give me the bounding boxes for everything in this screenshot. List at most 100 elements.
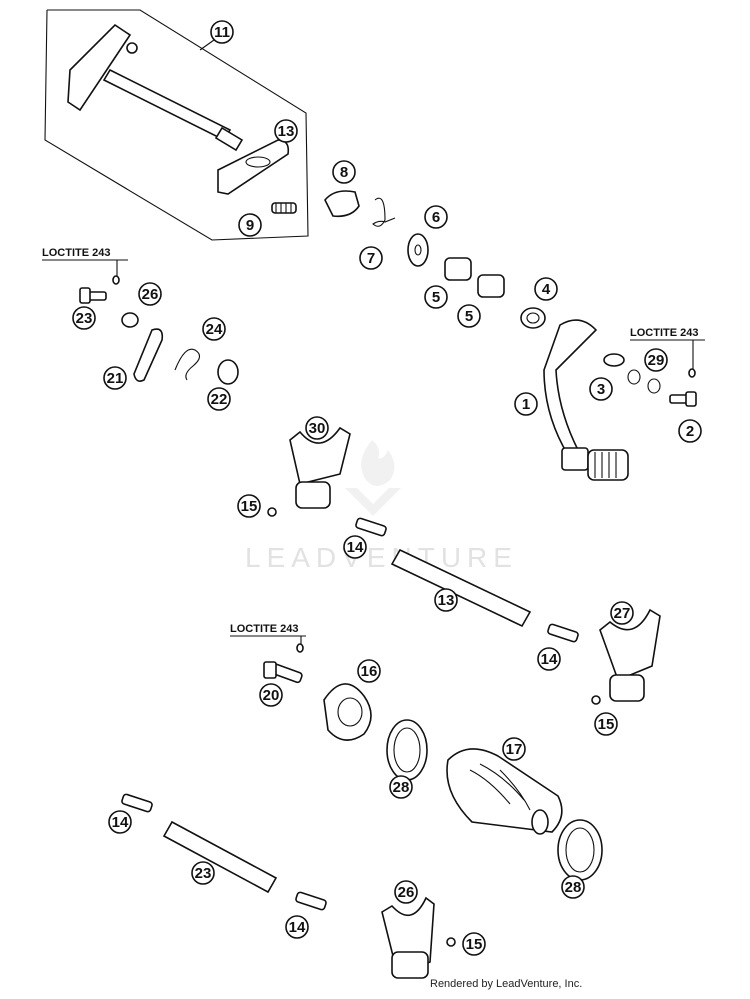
svg-text:4: 4 [542,281,551,298]
callout-9: 9 [238,213,262,237]
svg-text:15: 15 [466,936,483,953]
svg-text:13: 13 [278,123,295,140]
svg-text:1: 1 [522,396,530,413]
shift-shaft-part [67,23,244,152]
ball-part-15-upper [267,507,277,517]
svg-text:28: 28 [393,779,410,796]
svg-text:16: 16 [361,663,378,680]
spring-part-14-lower-left [121,793,153,813]
svg-text:20: 20 [263,687,280,704]
svg-text:2: 2 [686,423,694,440]
loctite-text-left: LOCTITE 243 [42,247,110,259]
shift-rail-part-24 [162,820,278,894]
svg-text:26: 26 [398,884,415,901]
svg-text:17: 17 [506,741,523,758]
callout-26-upper: 26 [138,282,162,306]
svg-text:28: 28 [565,879,582,896]
ball-part-15-right [591,695,601,705]
svg-text:24: 24 [206,321,223,338]
spring-part-14-right [547,623,579,643]
callout-7: 7 [359,246,383,270]
svg-text:27: 27 [614,605,631,622]
svg-text:15: 15 [598,716,615,733]
loctite-label-lower: LOCTITE 243 [230,623,306,644]
loctite-label-right: LOCTITE 243 [630,327,705,369]
svg-text:5: 5 [465,308,473,325]
callout-27: 27 [610,601,634,625]
bushing-parts-5 [444,257,505,298]
callout-26-lower: 26 [394,880,418,904]
svg-text:5: 5 [432,289,440,306]
render-credit: Rendered by LeadVenture, Inc. [430,978,583,990]
shift-cam-part-16 [323,683,372,741]
bolt-part-2 [669,391,697,407]
svg-text:8: 8 [340,164,348,181]
shift-fork-part-27 [599,608,661,702]
shift-plate-part [217,139,290,195]
washer-part-3 [603,353,625,367]
spring-part-14-upper [355,517,387,537]
spring-part-23 [174,348,201,381]
svg-text:23: 23 [76,310,93,327]
loctite-dot-right [688,368,696,378]
callout-28-lower: 28 [561,875,585,899]
roller-part-22 [217,359,239,385]
spring-clip-part-7 [372,197,396,227]
callout-6: 6 [424,205,448,229]
callout-23: 24 [202,317,226,341]
callout-10: 11 [199,20,234,51]
callout-22: 22 [207,387,231,411]
svg-text:7: 7 [367,250,375,267]
callout-13: 13 [434,588,458,612]
callout-17: 17 [502,737,526,761]
svg-text:26: 26 [142,286,159,303]
callout-14-lower-left: 14 [108,810,132,834]
loctite-text-lower: LOCTITE 243 [230,623,298,635]
small-spring-part [271,202,297,214]
ring-part-28-lower [557,819,603,881]
svg-text:29: 29 [648,352,665,369]
shift-fork-part-26 [381,896,435,979]
loctite-label-left: LOCTITE 243 [42,247,128,276]
callout-2: 2 [678,419,702,443]
spring-part-14-lower [295,891,327,911]
loctite-dot-left [112,275,120,285]
callout-5b: 5 [457,304,481,328]
callout-3: 3 [589,377,613,401]
callout-15-lower: 15 [462,932,486,956]
shift-lever-part [543,319,629,481]
shift-rail-part-13 [390,548,532,628]
ball-part-15-lower [446,937,456,947]
callout-16: 16 [357,659,381,683]
svg-text:23: 23 [195,865,212,882]
ring-part-29 [627,369,661,394]
svg-text:6: 6 [432,209,440,226]
callout-4: 4 [534,277,558,301]
lever-arm-part-20 [133,328,164,382]
callout-14-upper: 14 [343,535,367,559]
bolt-part-21 [79,287,107,304]
callout-24: 23 [191,861,215,885]
callout-5a: 5 [424,285,448,309]
callout-20: 21 [103,366,127,390]
callout-28-upper: 28 [389,775,413,799]
clip-part-8 [324,190,360,218]
svg-text:22: 22 [211,391,228,408]
callout-14-right: 14 [537,647,561,671]
callout-29: 29 [644,348,668,372]
shift-drum-part-17 [446,748,563,835]
washer-part-6 [407,233,429,267]
svg-text:14: 14 [289,919,306,936]
leadventure-watermark-logo [345,440,401,516]
callout-8: 8 [332,160,356,184]
svg-text:11: 11 [214,24,230,41]
ring-part-4 [520,307,546,329]
ring-part-28-upper [386,719,428,781]
callout-18: 20 [259,683,283,707]
shift-fork-part-30 [289,426,351,509]
svg-text:30: 30 [309,420,326,437]
svg-text:14: 14 [541,651,558,668]
svg-text:14: 14 [347,539,364,556]
bolt-part-18 [263,661,303,684]
